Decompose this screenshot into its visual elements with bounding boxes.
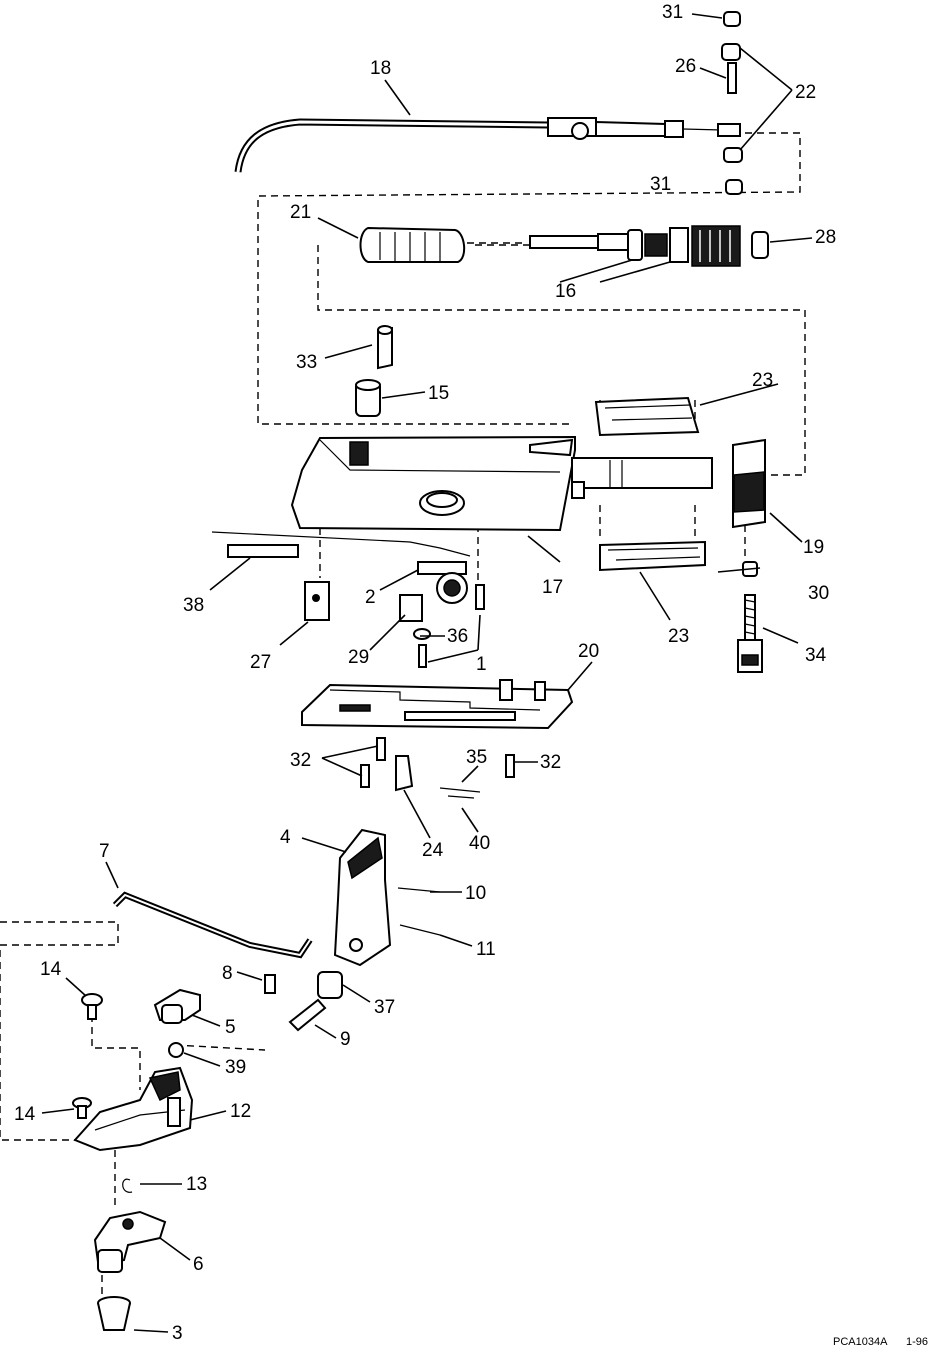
callout-36: 36 <box>447 626 468 647</box>
callout-22: 22 <box>795 82 816 103</box>
callout-10: 10 <box>465 883 486 904</box>
callout-37: 37 <box>374 997 395 1018</box>
callout-3: 3 <box>172 1323 183 1344</box>
cover-23-upper <box>594 396 700 437</box>
bracket-12 <box>73 1066 194 1152</box>
cover-23-lower <box>599 540 706 572</box>
callout-34: 34 <box>805 645 827 666</box>
callout-19: 19 <box>803 537 824 558</box>
callout-30: 30 <box>808 583 829 604</box>
callout-24: 24 <box>422 840 444 861</box>
callout-2: 2 <box>365 587 376 608</box>
grip-and-shaft <box>359 225 769 267</box>
drawing-date: 1-96 <box>906 1336 928 1348</box>
lower-small-parts <box>72 971 343 1119</box>
callout-35: 35 <box>466 747 487 768</box>
callout-5: 5 <box>225 1017 236 1038</box>
callout-20: 20 <box>578 641 599 662</box>
callout-21: 21 <box>290 202 311 223</box>
callout-32-left: 32 <box>290 750 311 771</box>
pin-and-bushing <box>355 325 393 417</box>
callout-1: 1 <box>476 654 487 675</box>
callout-6: 6 <box>193 1254 204 1275</box>
callout-4: 4 <box>280 827 291 848</box>
friction-parts <box>732 438 766 673</box>
callout-labels: 31 26 22 18 31 21 28 16 33 15 23 19 17 3… <box>14 2 836 1344</box>
callout-33: 33 <box>296 352 317 373</box>
handle-housing-17 <box>290 435 713 532</box>
callout-18: 18 <box>370 58 391 79</box>
callout-27: 27 <box>250 652 271 673</box>
callout-39: 39 <box>225 1057 246 1078</box>
assembly-guide-lines <box>0 132 806 1298</box>
callout-8: 8 <box>222 963 233 984</box>
callout-38: 38 <box>183 595 204 616</box>
top-small-parts <box>721 11 743 195</box>
callout-29: 29 <box>348 647 369 668</box>
callout-13: 13 <box>186 1174 207 1195</box>
callout-14-bottom: 14 <box>14 1104 36 1125</box>
center-parts <box>211 531 485 668</box>
lever-4 <box>333 828 441 967</box>
callout-32-right: 32 <box>540 752 561 773</box>
callout-31-top: 31 <box>662 2 683 23</box>
callout-15: 15 <box>428 383 449 404</box>
callout-26: 26 <box>675 56 696 77</box>
link-rod-7 <box>112 891 313 959</box>
arm-6-and-parts <box>93 1178 167 1331</box>
callout-11: 11 <box>476 939 496 960</box>
callout-14-top: 14 <box>40 959 62 980</box>
callout-9: 9 <box>340 1029 351 1050</box>
callout-28: 28 <box>815 227 836 248</box>
bottom-plate-20 <box>301 679 574 730</box>
cable-18 <box>234 117 741 173</box>
leader-lines <box>41 13 813 1333</box>
callout-40: 40 <box>469 833 490 854</box>
drawing-code: PCA1034A <box>833 1336 888 1348</box>
callout-7: 7 <box>99 841 110 862</box>
callout-12: 12 <box>230 1101 251 1122</box>
callout-23-bottom: 23 <box>668 626 689 647</box>
callout-17: 17 <box>542 577 563 598</box>
screws-32-24 <box>360 737 515 799</box>
callout-23-top: 23 <box>752 370 773 391</box>
callout-31-bottom: 31 <box>650 174 671 195</box>
callout-16: 16 <box>555 281 576 302</box>
